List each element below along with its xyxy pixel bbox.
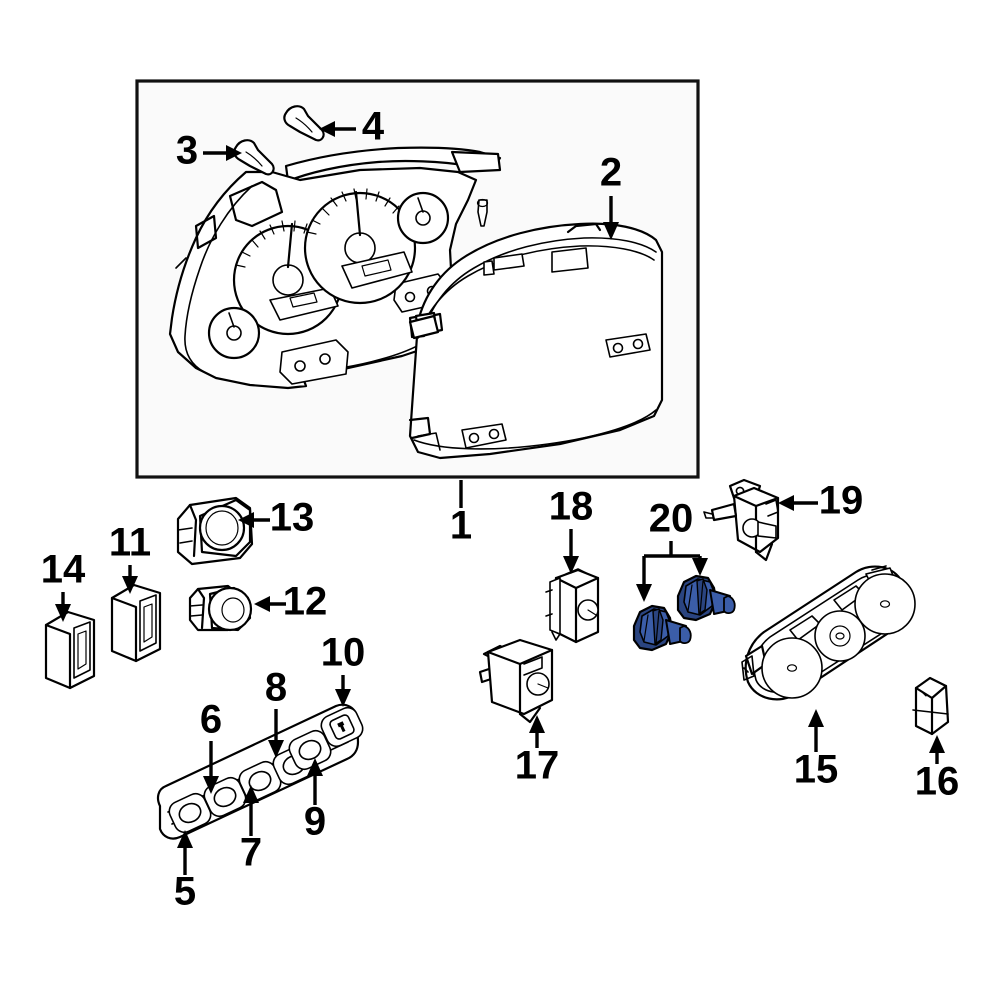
- callout-label-7: 7: [240, 831, 262, 875]
- callout-leaders: [55, 121, 945, 875]
- stop-lamp-switch: [478, 638, 554, 724]
- heater-dial-right[interactable]: [854, 573, 916, 635]
- callout-label-20: 20: [649, 497, 694, 541]
- callout-label-18: 18: [549, 485, 594, 529]
- callout-label-8: 8: [265, 666, 287, 710]
- instrument-panel-bulb-socket-right: [676, 574, 736, 622]
- gauge-fuel: [396, 191, 450, 245]
- callout-label-1: 1: [450, 504, 472, 548]
- rocker-switch-11: [110, 583, 162, 663]
- callout-label-6: 6: [200, 698, 222, 742]
- headlamp-rotary-switch: [176, 496, 254, 566]
- instrument-panel-bulb-socket-left: [632, 604, 692, 652]
- rocker-switch-14: [44, 610, 96, 690]
- gauge-speedometer: [303, 188, 417, 305]
- callout-label-2: 2: [600, 151, 622, 195]
- heater-dial-center[interactable]: [814, 610, 866, 662]
- heater-dial-left[interactable]: [761, 637, 823, 699]
- control-knob: [912, 676, 950, 736]
- heater-control-assembly: [741, 565, 916, 701]
- brake-pedal-switch: [545, 568, 600, 644]
- gauge-temperature: [207, 306, 261, 360]
- callout-label-13: 13: [270, 496, 315, 540]
- cluster-retainer-clip: [476, 198, 489, 227]
- cluster-retaining-screw: [233, 105, 325, 176]
- callout-label-12: 12: [283, 580, 328, 624]
- callout-label-16: 16: [915, 760, 960, 804]
- callout-label-15: 15: [794, 748, 839, 792]
- callout-label-14: 14: [41, 548, 86, 592]
- rotary-knob-switch: [188, 584, 253, 632]
- callout-label-9: 9: [304, 800, 326, 844]
- callout-label-4: 4: [362, 105, 385, 149]
- clutch-interlock-switch: [703, 478, 780, 562]
- keyhole-icon: [329, 714, 355, 740]
- instrument-panel-bulb-socket-group: [632, 574, 736, 652]
- callout-label-19: 19: [819, 479, 864, 523]
- callout-label-10: 10: [321, 631, 366, 675]
- callout-label-3: 3: [176, 129, 198, 173]
- instrument-cluster-assembly: [168, 146, 502, 390]
- callout-label-5: 5: [174, 870, 196, 914]
- cluster-lens-cover: [408, 222, 664, 460]
- callout-label-17: 17: [515, 744, 560, 788]
- door-lock-switch-button[interactable]: [318, 704, 366, 749]
- switch-bank-bezel: [156, 703, 366, 840]
- callout-numbers: 1 2 3 4 5 6 7 8 9 10 11 12 13 14 15 16 1…: [41, 105, 960, 914]
- callout-label-11: 11: [109, 521, 151, 565]
